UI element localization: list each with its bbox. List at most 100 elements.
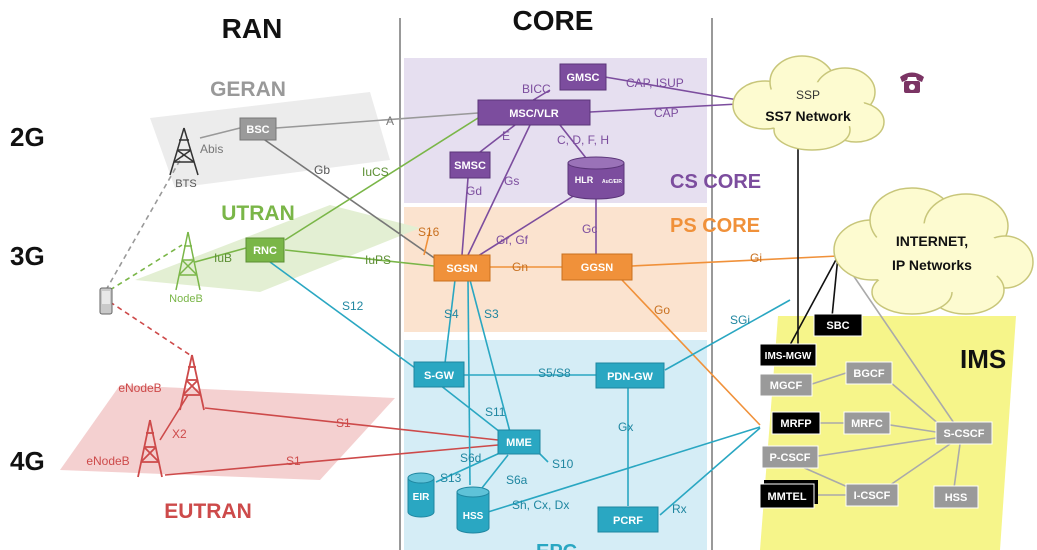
interface-labels: Abis A Gb IuCS IuB IuPS S12 BICC CAP, IS… xyxy=(172,76,762,516)
iface-cap-isup: CAP, ISUP xyxy=(626,76,684,90)
mmtel-label: MMTEL xyxy=(767,491,806,503)
ims-label: IMS xyxy=(960,344,1006,374)
msc-vlr-box xyxy=(477,99,591,126)
bgcf-box xyxy=(845,361,893,385)
core-title: CORE xyxy=(513,5,594,36)
link-mrfc-scscf xyxy=(883,423,937,433)
eir-label: EIR xyxy=(413,492,430,503)
iface-s5s8: S5/S8 xyxy=(538,366,571,380)
link-internet-sbc xyxy=(831,255,839,318)
link-hss-ims xyxy=(487,426,761,513)
link-mme-eir xyxy=(435,451,503,483)
bsc-label: BSC xyxy=(246,124,269,136)
link-msc-smsc xyxy=(479,124,516,153)
link-sgsn-sgw xyxy=(444,279,456,364)
iface-s1a: S1 xyxy=(336,416,351,430)
link-pcrf-ims xyxy=(659,427,761,516)
link-mme-hss xyxy=(477,454,509,494)
link-sgw-mme xyxy=(439,384,501,433)
enodeb-tower-a xyxy=(179,354,205,411)
iface-s6a: S6a xyxy=(506,473,528,487)
telephone-icon xyxy=(900,72,924,93)
iface-grgf: Gr, Gf xyxy=(496,233,529,247)
hlr-sub-label: AuC/EIR xyxy=(602,179,622,185)
hlr-label: HLR xyxy=(575,175,594,185)
pcrf-label: PCRF xyxy=(613,515,643,527)
epc-label: EPC xyxy=(536,541,577,550)
link-rnc-sgsn xyxy=(284,249,435,267)
link-rnc-sgw xyxy=(269,261,416,369)
link-enb-mme-1 xyxy=(204,407,499,441)
enodeb-b-label: eNodeB xyxy=(86,454,129,468)
link-bsc-sgsn xyxy=(261,137,441,263)
link-bts-bsc xyxy=(199,127,241,139)
eir-database xyxy=(407,472,435,518)
sgw-label: S-GW xyxy=(424,370,455,382)
iface-gc: Gc xyxy=(582,222,597,236)
ggsn-box xyxy=(561,253,633,281)
sbc-box xyxy=(813,313,863,337)
link-nodeb-rnc xyxy=(194,247,247,263)
iface-bicc: BICC xyxy=(522,82,551,96)
hlr-database xyxy=(567,156,625,200)
link-msc-hlr xyxy=(559,124,587,159)
s-cscf-box xyxy=(935,421,993,445)
pdngw-label: PDN-GW xyxy=(607,371,653,383)
mrfc-label: MRFC xyxy=(851,418,883,430)
iface-s12: S12 xyxy=(342,299,364,313)
mme-label: MME xyxy=(506,437,532,449)
p-cscf-label: P-CSCF xyxy=(770,452,811,464)
enodeb-tower-b xyxy=(137,419,163,478)
link-pcscf-icscf xyxy=(799,465,851,489)
iface-s4: S4 xyxy=(444,307,459,321)
link-ue-bts xyxy=(105,154,184,291)
link-msc-ss7 xyxy=(589,103,739,113)
link-internet-scscf xyxy=(839,255,957,427)
iface-gd: Gd xyxy=(466,184,482,198)
ims-mgw-label: IMS-MGW xyxy=(765,351,812,362)
ss7-cloud xyxy=(732,55,885,151)
nodeb-tower xyxy=(175,231,201,291)
internet-cloud xyxy=(833,187,1034,315)
i-cscf-label: I-CSCF xyxy=(854,490,891,502)
link-bsc-msc xyxy=(275,112,479,129)
iface-s16: S16 xyxy=(418,225,440,239)
pcrf-box xyxy=(597,506,659,533)
ran-title: RAN xyxy=(222,13,283,44)
iface-cdfh: C, D, F, H xyxy=(557,133,609,147)
bts-label: BTS xyxy=(175,178,196,190)
iface-rx: Rx xyxy=(672,502,687,516)
link-smsc-sgsn xyxy=(461,177,469,256)
msc-vlr-label: MSC/VLR xyxy=(509,108,559,120)
link-hlr-sgsn xyxy=(477,194,576,257)
mmtel-box xyxy=(759,483,815,509)
iface-s1b: S1 xyxy=(286,454,301,468)
iface-s3: S3 xyxy=(484,307,499,321)
mrfp-label: MRFP xyxy=(780,418,811,430)
mobile-phone-icon xyxy=(99,287,113,315)
smsc-box xyxy=(449,151,491,179)
iface-iucs: IuCS xyxy=(362,165,389,179)
link-scscf-hss xyxy=(953,443,961,489)
iface-go: Go xyxy=(654,303,670,317)
connections xyxy=(105,76,961,516)
mgcf-box xyxy=(759,373,813,397)
ims-mgw-box xyxy=(759,343,817,367)
iface-cap: CAP xyxy=(654,106,679,120)
link-ggsn-ims xyxy=(621,279,761,426)
titles: RAN CORE 2G 3G 4G GERAN UTRAN EUTRAN CS … xyxy=(10,5,1006,550)
ip-networks-label: IP Networks xyxy=(892,257,972,273)
mrfp-box xyxy=(771,411,821,435)
iface-shcxdx: Sh, Cx, Dx xyxy=(512,498,569,512)
internet-label: INTERNET, xyxy=(896,233,968,249)
eutran-plane xyxy=(60,385,395,480)
link-sgsn-sgsn xyxy=(423,229,431,256)
ps-core-label: PS CORE xyxy=(670,215,760,237)
bsc-box xyxy=(239,117,277,141)
ss7-network-label: SS7 Network xyxy=(765,108,851,124)
rnc-box xyxy=(245,237,285,263)
hss-ims-label: HSS xyxy=(945,492,968,504)
iface-x2: X2 xyxy=(172,427,187,441)
